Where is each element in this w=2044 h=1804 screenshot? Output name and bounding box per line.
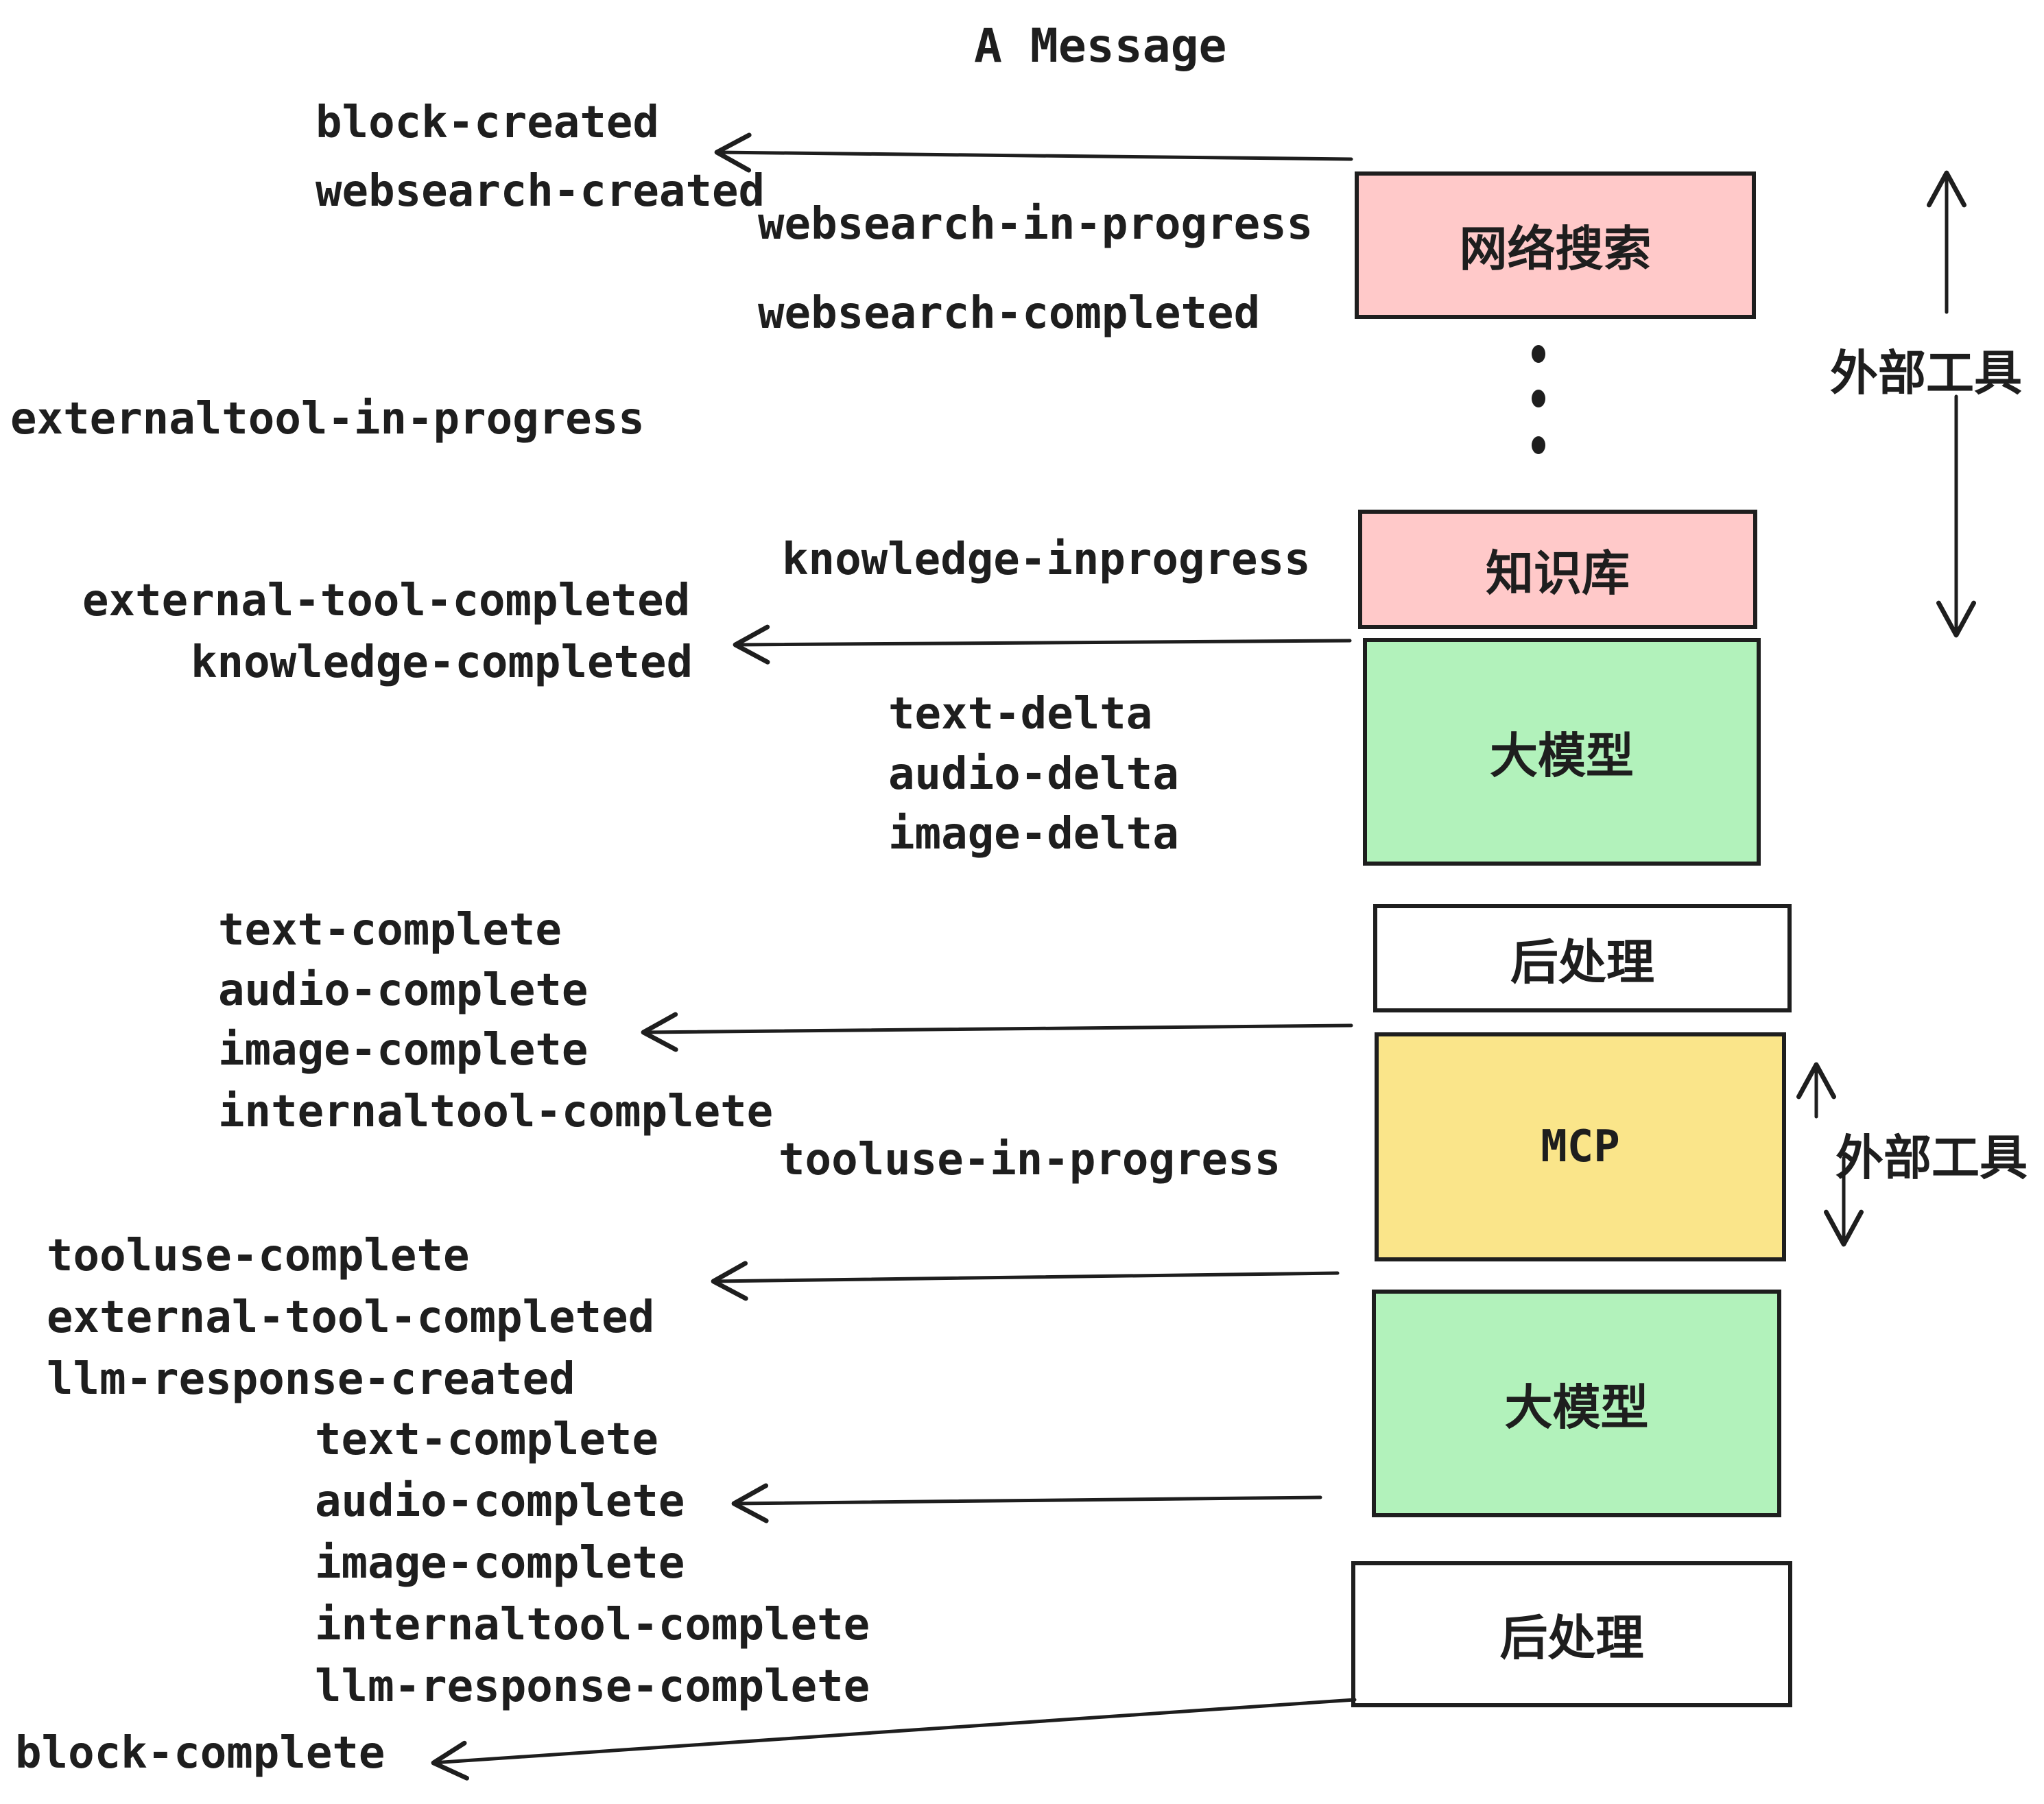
box-mcp: MCP [1375,1032,1786,1261]
event-audio-complete: audio-complete [218,965,589,1016]
event-text-delta: text-delta [888,689,1153,739]
event-knowledge-inprogress: knowledge-inprogress [782,534,1311,585]
arrow-to-image-complete [641,1012,1353,1052]
event-block-created: block-created [316,97,659,148]
arrow-to-knowledge-completed [733,624,1352,665]
arrow-to-audio-complete [731,1483,1322,1523]
box-websearch: 网络搜索 [1355,171,1756,319]
event-external-tool-completed-2: external-tool-completed [47,1292,655,1343]
event-knowledge-completed: knowledge-completed [191,637,693,688]
box-llm-bottom: 大模型 [1372,1290,1781,1517]
box-llm-bottom-label: 大模型 [1504,1380,1649,1434]
event-websearch-created: websearch-created [316,166,765,217]
event-audio-complete-2: audio-complete [315,1476,685,1527]
box-llm-top: 大模型 [1363,638,1761,866]
diagram-title: A Message [974,19,1227,73]
box-knowledge-label: 知识库 [1486,546,1630,600]
arrow-to-block-created [714,132,1353,173]
box-post-top: 后处理 [1373,904,1792,1012]
ellipsis-dots [1532,345,1545,454]
event-image-complete-2: image-complete [315,1538,685,1589]
annotation-external-tools-lower: 外部工具 [1835,1131,2028,1185]
event-internaltool-complete: internaltool-complete [218,1087,774,1137]
box-post-top-label: 后处理 [1510,935,1654,989]
box-post-bottom: 后处理 [1351,1561,1792,1707]
event-text-complete-2: text-complete [315,1414,658,1465]
event-llm-response-created: llm-response-created [47,1354,575,1405]
event-internaltool-complete-2: internaltool-complete [315,1600,870,1650]
event-image-delta: image-delta [888,809,1179,859]
event-websearch-in-progress: websearch-in-progress [758,199,1314,250]
box-websearch-label: 网络搜索 [1459,222,1652,276]
box-llm-top-label: 大模型 [1490,728,1634,783]
box-knowledge: 知识库 [1358,510,1757,629]
event-text-complete: text-complete [218,905,562,956]
event-external-tool-completed: external-tool-completed [82,575,691,626]
event-image-complete: image-complete [218,1025,589,1076]
event-tooluse-in-progress: tooluse-in-progress [779,1135,1281,1185]
event-audio-delta: audio-delta [888,749,1179,800]
box-mcp-label: MCP [1541,1121,1620,1172]
event-tooluse-complete: tooluse-complete [47,1231,470,1281]
event-llm-response-complete: llm-response-complete [315,1661,870,1712]
annotation-external-tools-upper: 外部工具 [1830,346,2022,400]
event-externaltool-in-progress: externaltool-in-progress [10,394,645,444]
box-post-bottom-label: 后处理 [1499,1611,1644,1665]
arrow-to-tooluse-complete [711,1261,1340,1301]
event-websearch-completed: websearch-completed [758,288,1261,339]
event-block-complete: block-complete [15,1728,385,1779]
